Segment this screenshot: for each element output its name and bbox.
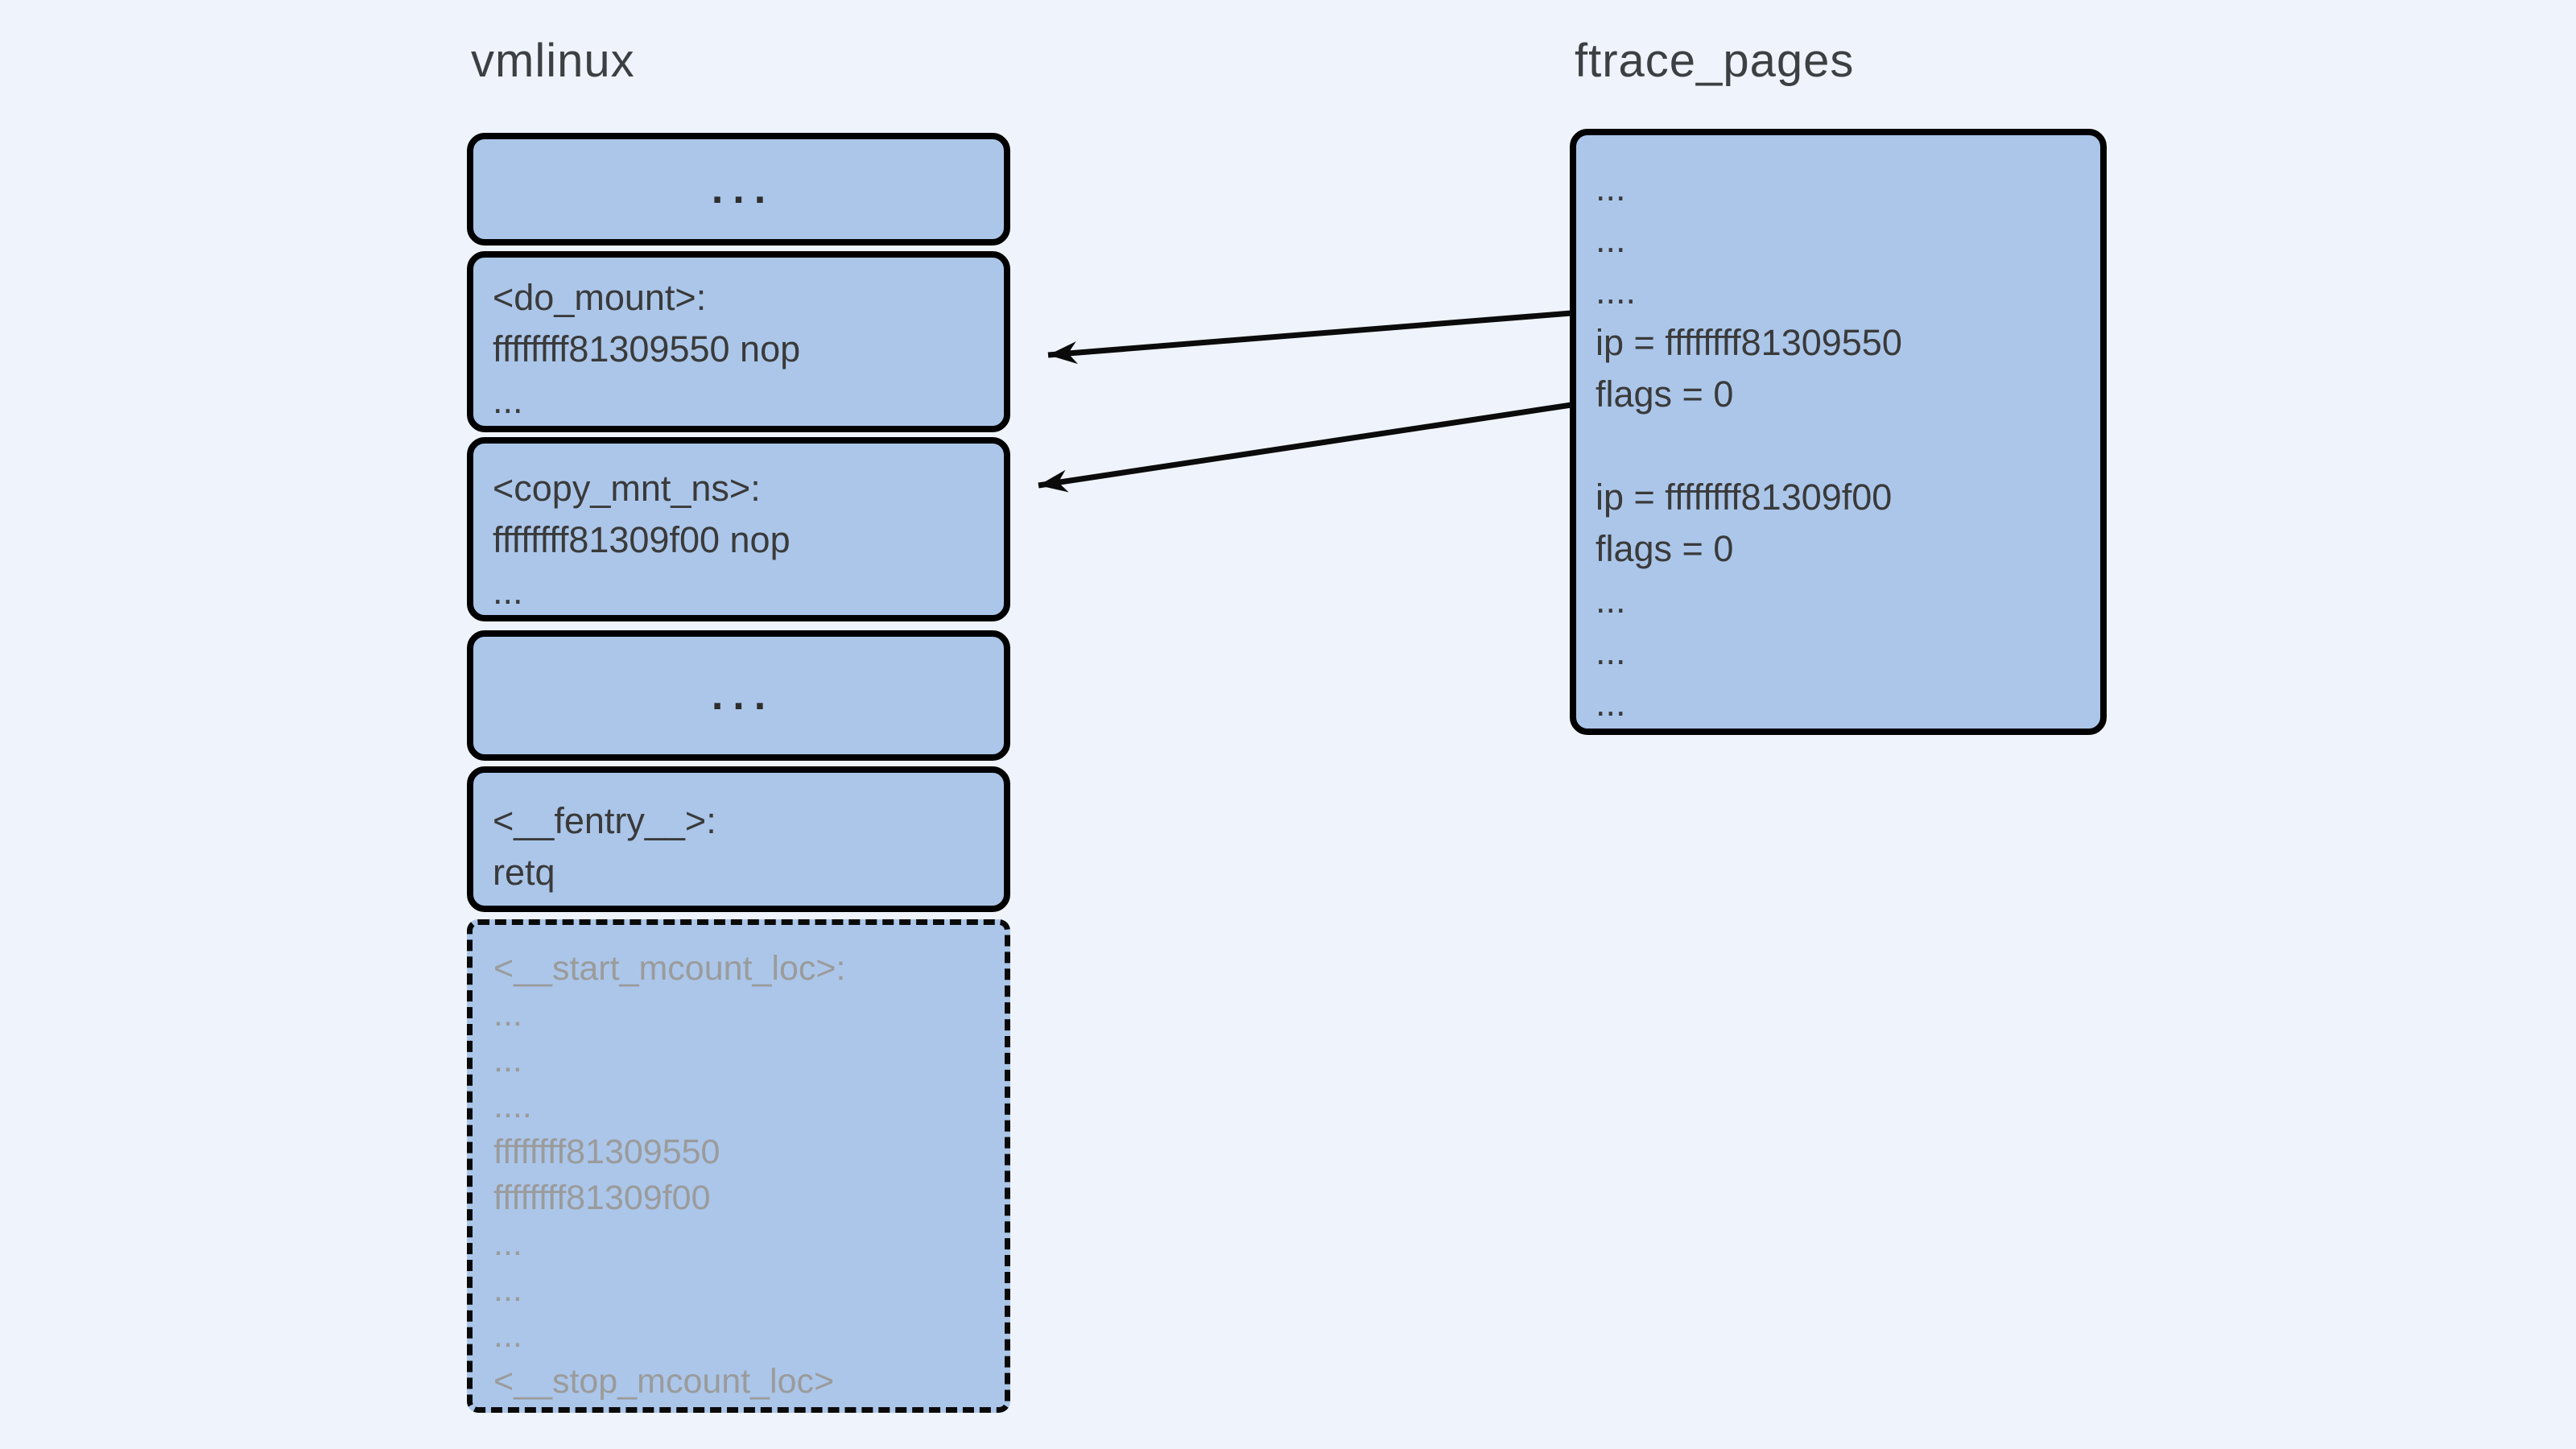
- text-line: ....: [493, 1087, 532, 1125]
- text-line: <copy_mnt_ns>:: [493, 468, 761, 509]
- ellipsis-text: ...: [711, 672, 776, 719]
- text-line: ip = ffffffff81309550: [1596, 322, 1902, 363]
- text-line: retq: [493, 852, 555, 893]
- text-line: [1596, 420, 2100, 472]
- ftrace-pages-title: ftrace_pages: [1575, 35, 1855, 87]
- text-line: ...: [493, 1270, 522, 1309]
- box-copy-mnt-ns: <copy_mnt_ns>: ffffffff81309f00 nop ...: [467, 437, 1010, 621]
- text-line: ffffffff81309f00: [493, 1179, 711, 1217]
- box-ellipsis-top: ...: [467, 133, 1010, 246]
- text-line: ...: [1596, 219, 1626, 260]
- text-line: <do_mount>:: [493, 277, 707, 318]
- vmlinux-title: vmlinux: [471, 35, 635, 87]
- box-fentry: <__fentry__>: retq: [467, 766, 1010, 912]
- text-line: flags = 0: [1596, 528, 1734, 569]
- arrow-to-copy-mnt-ns: [1038, 402, 1572, 493]
- text-line: ...: [493, 380, 523, 421]
- text-line: ...: [493, 1224, 522, 1263]
- text-line: ....: [1596, 270, 1637, 312]
- text-line: ffffffff81309f00 nop: [493, 519, 791, 560]
- box-ftrace-pages: ... ... .... ip = ffffffff81309550 flags…: [1570, 129, 2107, 735]
- text-line: ...: [493, 1316, 522, 1355]
- text-line: ...: [1596, 580, 1626, 621]
- box-mcount-loc: <__start_mcount_loc>: ... ... .... fffff…: [467, 919, 1010, 1413]
- text-line: flags = 0: [1596, 374, 1734, 415]
- text-line: ip = ffffffff81309f00: [1596, 477, 1893, 518]
- text-line: ...: [1596, 631, 1626, 672]
- text-line: ffffffff81309550 nop: [493, 328, 801, 369]
- text-line: ...: [493, 571, 523, 612]
- text-line: ffffffff81309550: [493, 1133, 720, 1171]
- text-line: <__stop_mcount_loc>: [493, 1362, 835, 1401]
- text-line: <__start_mcount_loc>:: [493, 949, 846, 988]
- text-line: ...: [1596, 167, 1626, 208]
- box-do-mount: <do_mount>: ffffffff81309550 nop ...: [467, 251, 1010, 432]
- box-ellipsis-middle: ...: [467, 630, 1010, 761]
- text-line: <__fentry__>:: [493, 800, 716, 841]
- text-line: ...: [493, 1041, 522, 1080]
- ellipsis-text: ...: [711, 166, 776, 213]
- arrow-to-do-mount: [1047, 310, 1572, 365]
- text-line: ...: [1596, 683, 1626, 724]
- text-line: ...: [493, 995, 522, 1034]
